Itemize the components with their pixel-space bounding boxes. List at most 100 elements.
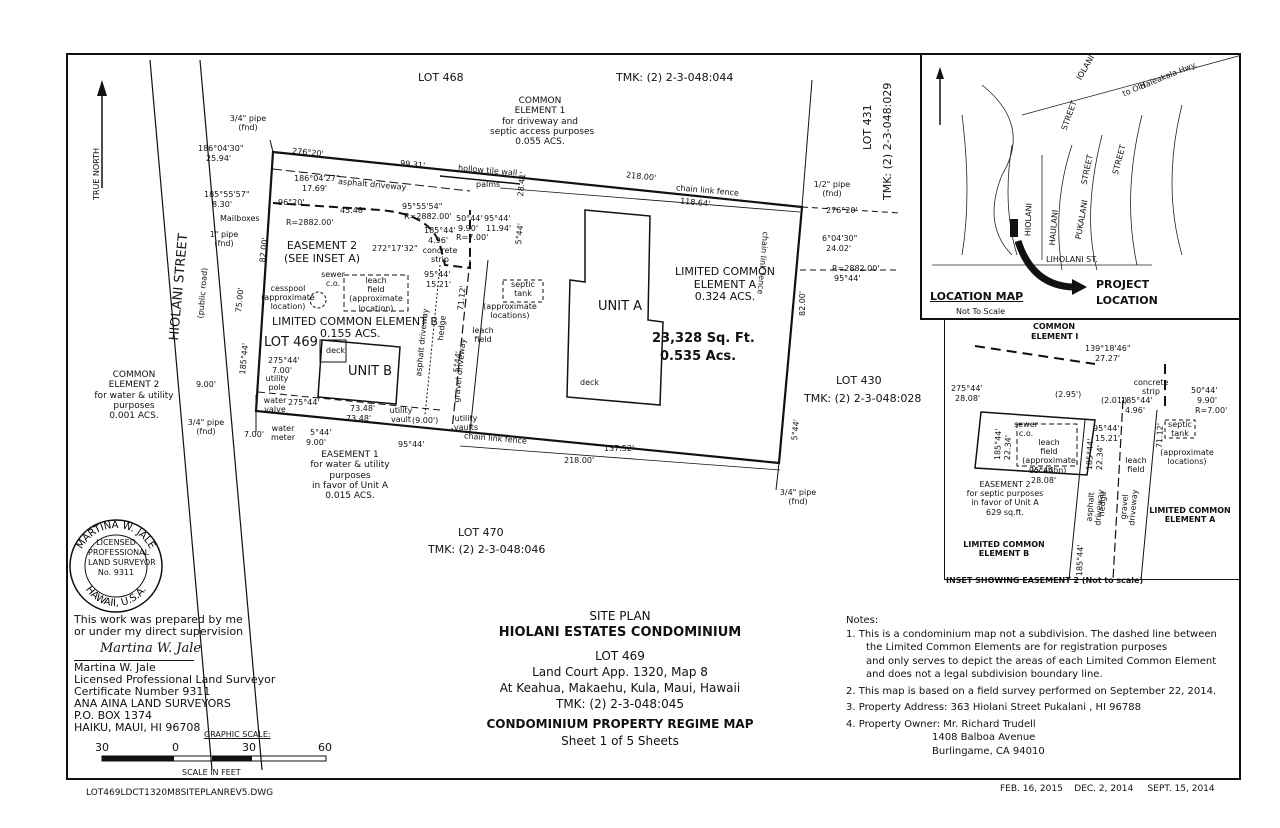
dim-25-94: 25.94' bbox=[206, 154, 232, 163]
inset-d9: 4.96' bbox=[1125, 406, 1146, 415]
dim-186-04-27: 186°04'27" bbox=[294, 174, 340, 183]
project-site-marker bbox=[1010, 219, 1018, 237]
utility-line bbox=[257, 391, 441, 411]
note-3: 3. Property Address: 363 Hiolani Street … bbox=[846, 702, 1141, 713]
lot-470-label: LOT 470 bbox=[458, 526, 504, 539]
surveyor-signature: Martina W. Jale bbox=[100, 641, 202, 656]
lce-b-area: 0.155 ACS. bbox=[320, 327, 381, 340]
driveway-line bbox=[272, 168, 471, 192]
dim-186-04-30: 186°04'30" bbox=[198, 144, 244, 153]
dim-185-44-c: 185°44' bbox=[424, 226, 456, 235]
loc-liholani-label: LIHOLANI ST. bbox=[1046, 255, 1098, 264]
dim-275-44-b: 275°44' bbox=[288, 398, 320, 407]
note-1a: 1. This is a condominium map not a subdi… bbox=[846, 628, 1217, 640]
inset-d5: R=7.00' bbox=[1195, 406, 1228, 415]
dim-6-04-30: 6°04'30" bbox=[822, 234, 858, 243]
dim-276-20-right: 276°20' bbox=[826, 206, 858, 215]
inset-linework bbox=[974, 345, 1196, 580]
inset-d11: (2.01') bbox=[1101, 396, 1128, 405]
dim-137-52: 137.52' bbox=[604, 444, 635, 453]
loc-street-curve4 bbox=[1130, 114, 1143, 266]
loc-street-haleakala bbox=[1021, 55, 1239, 116]
inset-ce1-b: ELEMENT I bbox=[1031, 332, 1079, 341]
boundary-ext-bottom bbox=[775, 462, 780, 491]
notes-block: Notes: 1. This is a condominium map not … bbox=[846, 614, 1217, 758]
inset-d4: 9.90' bbox=[1197, 396, 1218, 405]
north-arrow-head bbox=[97, 80, 107, 96]
dim-82-right: 82.00' bbox=[798, 290, 807, 316]
unit-a-outline bbox=[566, 209, 664, 406]
dim-275-44: 275°44' bbox=[268, 356, 300, 365]
septic-tank-box bbox=[502, 279, 544, 303]
dim-r-2882-right: R=2882.00' bbox=[832, 264, 880, 273]
common-element-1-boundary bbox=[272, 202, 471, 270]
title-location: At Keahua, Makaehu, Kula, Maui, Hawaii bbox=[499, 681, 741, 696]
dim-73-48: 73.48' bbox=[350, 404, 376, 413]
scale-60: 60 bbox=[318, 741, 332, 754]
deck-a-label: deck bbox=[580, 378, 600, 387]
loc-street-pukalani bbox=[1058, 144, 1073, 271]
title-land-court: Land Court App. 1320, Map 8 bbox=[532, 664, 708, 679]
dim-218-bottom: 218.00' bbox=[564, 456, 595, 465]
unit-b-outline bbox=[317, 339, 401, 405]
loc-north-arrow-head bbox=[936, 67, 944, 79]
title-block: SITE PLAN HIOLANI ESTATES CONDOMINIUM LO… bbox=[470, 608, 770, 749]
inset-d1: 139°18'46" bbox=[1085, 344, 1131, 353]
inset-d7: 28.08' bbox=[955, 394, 981, 403]
tmk-bottom-label: TMK: (2) 2-3-048:046 bbox=[428, 543, 546, 556]
dim-272-17-32: 272°17'32" bbox=[372, 244, 418, 253]
dim-7-00-b: 7.00' bbox=[244, 430, 265, 439]
signature-line bbox=[74, 660, 194, 661]
inset-d19: 22.34' bbox=[1095, 444, 1105, 471]
project-arrow-head bbox=[1072, 279, 1087, 295]
title-regime: CONDOMINIUM PROPERTY REGIME MAP bbox=[486, 717, 754, 732]
inset-d10: (2.95') bbox=[1055, 390, 1082, 399]
boundary-ext-right-top bbox=[801, 206, 901, 214]
lot-431-label: LOT 431 bbox=[861, 104, 874, 150]
chain-fence-bottom bbox=[459, 445, 781, 471]
inset-d18: 185°44' bbox=[1085, 438, 1096, 471]
scale-0: 0 bbox=[172, 741, 179, 754]
graphic-scale-title: GRAPHIC SCALE: bbox=[204, 730, 271, 739]
pipe-34-top: 3/4" pipe(fnd) bbox=[229, 114, 267, 133]
note-1b: the Limited Common Elements are for regi… bbox=[866, 642, 1168, 653]
inset-d3: 50°44' bbox=[1191, 386, 1218, 395]
note-2: 2. This map is based on a field survey p… bbox=[846, 685, 1217, 697]
location-map-streets bbox=[932, 55, 1239, 295]
pipe-34-bottom-right: 3/4" pipe(fnd) bbox=[779, 488, 817, 507]
loc-street-iolani bbox=[981, 84, 1014, 256]
title-condo-name: HIOLANI ESTATES CONDOMINIUM bbox=[498, 625, 742, 641]
inset-d13: 15.21' bbox=[1095, 434, 1121, 443]
tmk-top-label: TMK: (2) 2-3-048:044 bbox=[616, 71, 734, 84]
dim-17-69: 17.69' bbox=[302, 184, 328, 193]
dim-95-44-c: 95°44' bbox=[484, 214, 511, 223]
area-acres: 0.535 Acs. bbox=[660, 349, 737, 364]
tmk-430-label: TMK: (2) 2-3-048:028 bbox=[804, 392, 922, 405]
hedge-line bbox=[424, 264, 441, 416]
dim-5-44: 5°44' bbox=[310, 428, 332, 437]
note-1c: and only serves to depict the areas of e… bbox=[866, 655, 1217, 667]
inset-edge bbox=[1140, 409, 1158, 580]
gravel-driveway-edge bbox=[469, 259, 489, 433]
pipe-1-top: 1" pipe(fnd) bbox=[209, 230, 239, 249]
mailboxes-label: Mailboxes bbox=[220, 214, 260, 223]
lce-divider bbox=[451, 259, 471, 431]
dim-73-48-b: 73.48' bbox=[346, 414, 372, 423]
dim-95-44-right: 95°44' bbox=[834, 274, 861, 283]
deck-b-label: deck bbox=[326, 346, 346, 355]
inset-driveway-right bbox=[1112, 399, 1124, 580]
